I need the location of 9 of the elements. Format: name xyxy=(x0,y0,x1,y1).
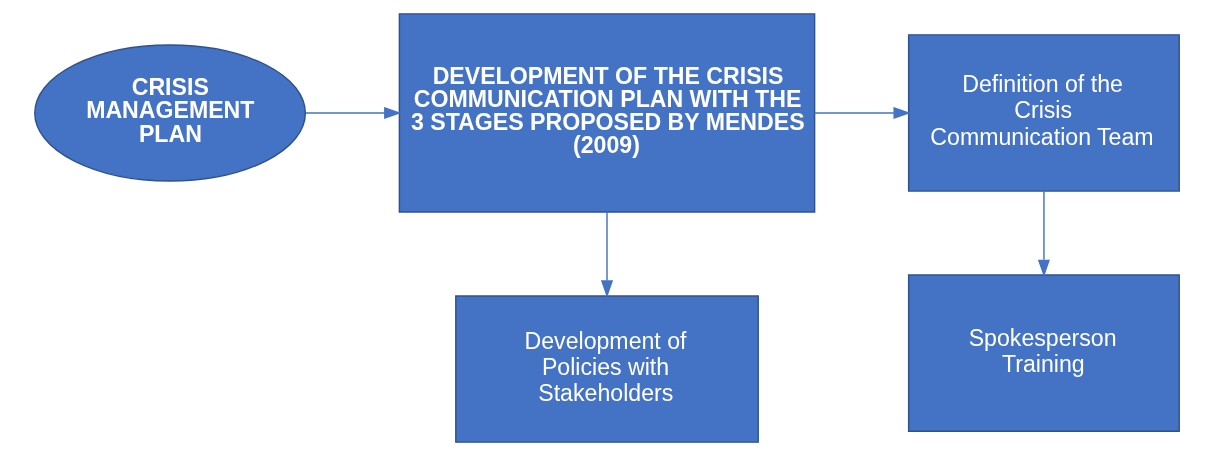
node-box: Development of Policies with Stakeholders xyxy=(455,295,759,443)
arrow xyxy=(600,211,614,298)
node-box: DEVELOPMENT OF THE CRISIS COMMUNICATION PLAN WITH THE 3 STAGES PROPOSED BY MENDES (2009) xyxy=(398,13,816,213)
arrow xyxy=(305,106,402,120)
arrow xyxy=(813,106,911,120)
arrow xyxy=(1037,190,1051,277)
node-box: Spokesperson Training xyxy=(907,274,1180,432)
node-ellipse: CRISIS MANAGEMENT PLAN xyxy=(34,44,307,182)
node-box: Definition of the Crisis Communication Team xyxy=(907,34,1180,192)
